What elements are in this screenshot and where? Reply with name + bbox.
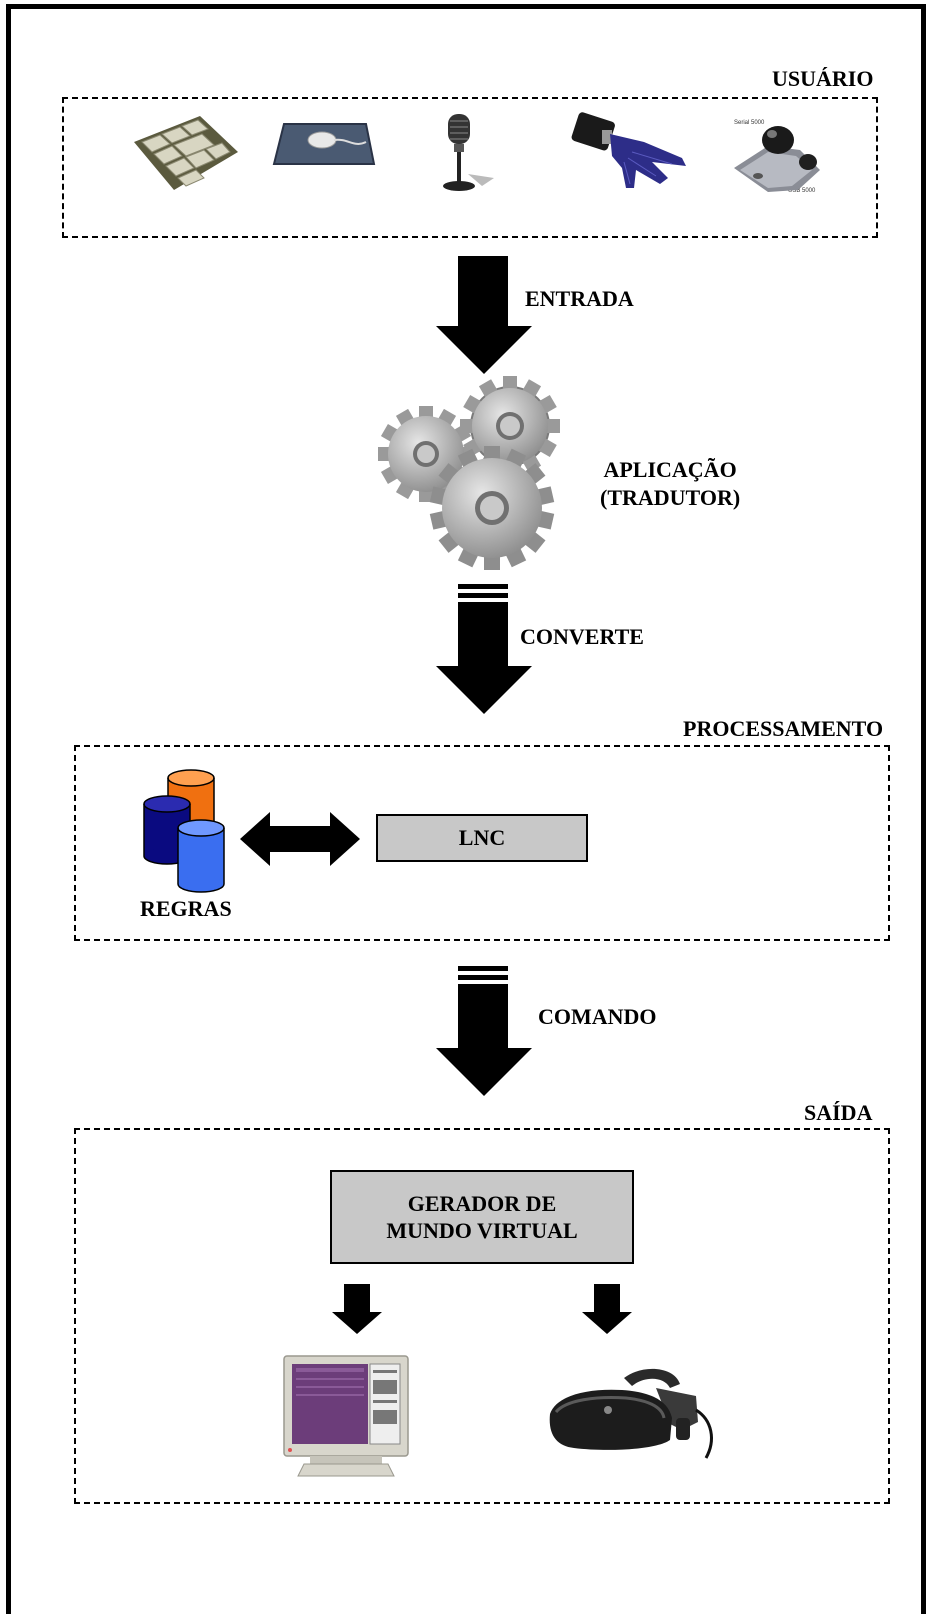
application-label-line2: (TRADUTOR) xyxy=(600,485,741,510)
serial-5000-label: Serial 5000 xyxy=(734,120,765,126)
processing-section-title: PROCESSAMENTO xyxy=(683,716,884,741)
3d-mouse-icon: Serial 5000 USB 5000 xyxy=(734,120,820,194)
user-section-title: USUÁRIO xyxy=(772,66,874,91)
input-arrow-label: ENTRADA xyxy=(525,286,634,311)
generator-label-line2: MUNDO VIRTUAL xyxy=(386,1218,578,1243)
diagram-frame xyxy=(6,4,926,1614)
vr-headset-icon xyxy=(549,1368,713,1459)
command-arrow-label: COMANDO xyxy=(538,1004,657,1029)
command-arrow xyxy=(436,966,532,1096)
usb-5000-label: USB 5000 xyxy=(788,188,816,194)
bidirectional-arrow xyxy=(240,812,360,866)
generator-label-line1: GERADOR DE xyxy=(407,1190,557,1216)
lnc-box: LNC xyxy=(376,814,588,862)
convert-arrow-label: CONVERTE xyxy=(520,624,644,649)
keyboard-icon xyxy=(134,116,238,190)
gears-icon xyxy=(378,376,560,570)
application-label: APLICAÇÃO (TRADUTOR) xyxy=(600,456,740,512)
input-arrow xyxy=(436,256,532,374)
convert-arrow xyxy=(436,584,532,714)
output-arrow-left xyxy=(332,1284,382,1334)
virtual-world-generator-box: GERADOR DE MUNDO VIRTUAL xyxy=(330,1170,634,1264)
microphone-icon xyxy=(443,114,494,191)
rules-label: REGRAS xyxy=(140,896,232,921)
output-section-title: SAÍDA xyxy=(804,1100,873,1125)
mouse-icon xyxy=(272,123,376,165)
output-arrow-right xyxy=(582,1284,632,1334)
rules-database-icon xyxy=(143,769,225,893)
output-section-box xyxy=(74,1128,890,1504)
processing-section-box xyxy=(74,745,890,941)
monitor-icon xyxy=(283,1355,409,1477)
application-label-line1: APLICAÇÃO xyxy=(603,457,737,482)
data-glove-icon xyxy=(571,112,686,188)
user-section-box xyxy=(62,97,878,238)
